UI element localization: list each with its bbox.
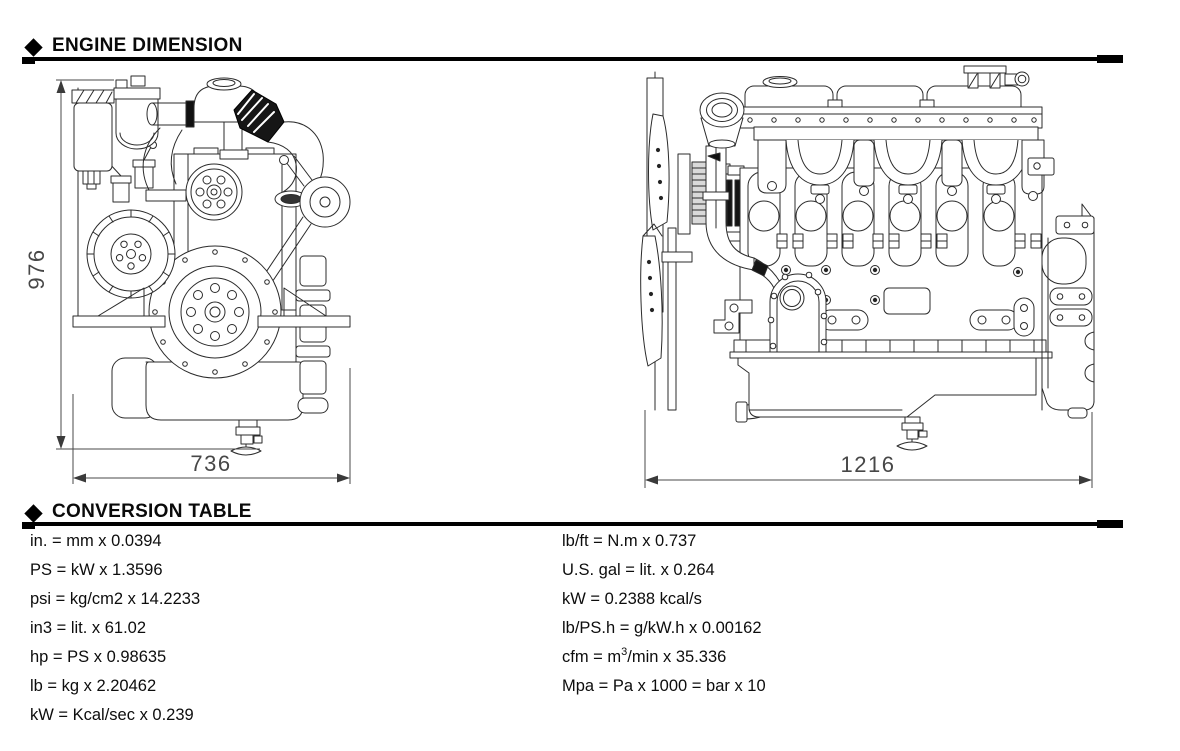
- front-height-label: 976: [28, 248, 49, 289]
- breather-fitting: [963, 65, 1030, 89]
- section-rule: [22, 55, 1123, 64]
- conversion-row: kW = Kcal/sec x 0.239: [30, 706, 194, 724]
- oil-pan-front: [111, 357, 304, 421]
- exhaust-manifold: [753, 126, 1045, 204]
- oil-filter: [71, 87, 115, 317]
- conversion-row-cfm: cfm = m3/min x 35.336: [562, 643, 766, 672]
- conversion-row: Mpa = Pa x 1000 = bar x 10: [562, 677, 766, 695]
- timing-cover-wheel: [86, 209, 176, 299]
- right-hose-stack: [295, 255, 331, 414]
- conversion-row: lb/ft = N.m x 0.737: [562, 532, 697, 550]
- alternator-front: [279, 155, 351, 228]
- conversion-row: hp = PS x 0.98635: [30, 648, 167, 666]
- engine-dimension-title: ENGINE DIMENSION: [52, 35, 243, 56]
- front-width-dimension: 736: [72, 368, 351, 484]
- cfm-prefix: cfm = m: [562, 648, 622, 666]
- side-length-dimension: 1216: [644, 410, 1093, 488]
- drain-valve-side: [896, 416, 928, 451]
- drain-valve-front: [230, 419, 263, 456]
- cfm-suffix: /min x 35.336: [627, 648, 727, 666]
- section-rule: [22, 520, 1123, 529]
- head-bolt-nuts: [776, 233, 1042, 249]
- conversion-row: U.S. gal = lit. x 0.264: [562, 561, 715, 579]
- water-pump-pulley: [185, 163, 243, 221]
- conversion-left-column: in. = mm x 0.0394 PS = kW x 1.3596 psi =…: [30, 527, 200, 730]
- front-height-dimension: 976: [28, 79, 260, 450]
- intake-elbow: [699, 92, 781, 289]
- side-bracket: [713, 299, 753, 334]
- side-length-label: 1216: [841, 452, 896, 477]
- conversion-table-title: CONVERSION TABLE: [52, 501, 252, 522]
- front-engine-art: [71, 75, 351, 456]
- conversion-row: PS = kW x 1.3596: [30, 561, 163, 579]
- conversion-right-column: lb/ft = N.m x 0.737 U.S. gal = lit. x 0.…: [562, 527, 766, 701]
- intake-piping: [142, 77, 324, 208]
- cooling-fan: [640, 71, 693, 411]
- side-engine-art: [640, 65, 1095, 451]
- front-width-label: 736: [190, 451, 231, 476]
- conversion-row: in. = mm x 0.0394: [30, 532, 162, 550]
- cfm-superscript: 3: [621, 646, 628, 658]
- conversion-row: lb/PS.h = g/kW.h x 0.00162: [562, 619, 762, 637]
- conversion-row: kW = 0.2388 kcal/s: [562, 590, 702, 608]
- conversion-row: lb = kg x 2.20462: [30, 677, 157, 695]
- conversion-row: in3 = lit. x 61.02: [30, 619, 147, 637]
- mount-bosses: [819, 297, 1035, 337]
- crank-damper: [148, 245, 282, 379]
- engine-front-view-drawing: 976 736: [28, 75, 351, 484]
- engine-side-view-drawing: 1216: [640, 65, 1095, 488]
- head-rail: [737, 99, 1043, 129]
- engine-mounts-front: [72, 287, 351, 328]
- flywheel-housing: [1027, 157, 1095, 419]
- diamond-bullet-icon: [24, 504, 43, 523]
- oil-pan-side: [729, 351, 1053, 418]
- conversion-row: psi = kg/cm2 x 14.2233: [30, 590, 201, 608]
- diamond-bullet-icon: [24, 38, 43, 57]
